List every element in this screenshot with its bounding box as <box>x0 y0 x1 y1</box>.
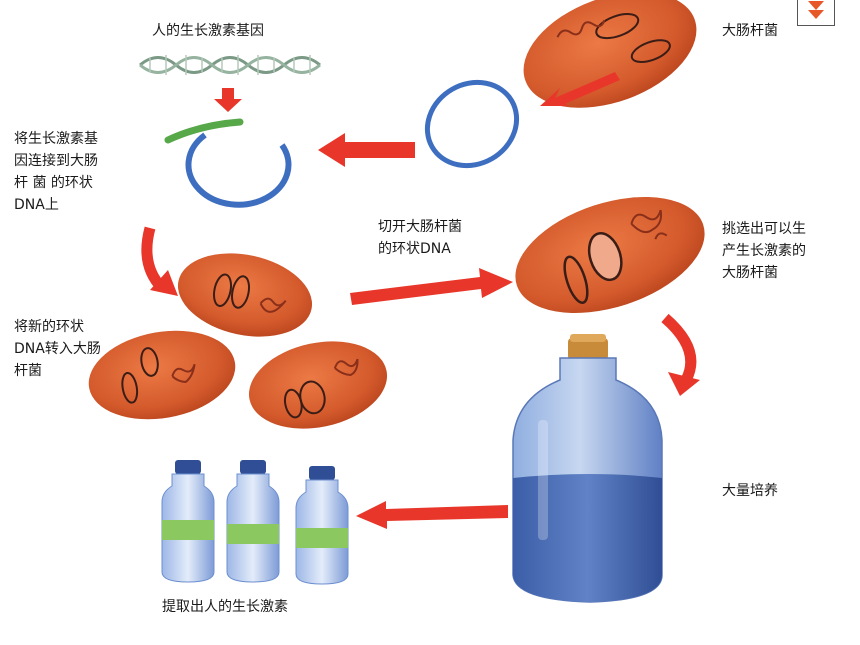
label-gene: 人的生长激素基因 <box>152 23 264 39</box>
arrow-gene-down <box>214 88 242 112</box>
arrow-to-vials <box>356 501 508 529</box>
label-connect: 将生长激素基 因连接到大肠 杆 菌 的环状 DNA上 <box>14 131 98 213</box>
bacterium-top <box>523 0 697 108</box>
vial-3 <box>295 466 349 585</box>
label-ecoli: 大肠杆菌 <box>722 23 778 39</box>
arrow-culture-down <box>661 313 697 383</box>
arrow-culture-down-head <box>668 372 700 396</box>
arrow-transfer-down-head <box>150 270 178 296</box>
bacterium-middle <box>177 253 313 337</box>
label-transfer: 将新的环状 DNA转入大肠 杆菌 <box>14 319 101 379</box>
arrow-to-selected <box>350 268 513 305</box>
culture-bottle <box>512 334 663 603</box>
label-culture: 大量培养 <box>722 483 778 499</box>
label-extract: 提取出人的生长激素 <box>162 599 288 615</box>
corner-nav-button[interactable] <box>797 0 835 26</box>
arrow-to-recombinant <box>318 133 415 167</box>
bacterium-bottom-left <box>88 330 236 420</box>
dna-helix <box>139 55 321 75</box>
arrow-transfer-down <box>141 226 167 292</box>
plasmid-ring <box>424 79 520 169</box>
vial-1 <box>161 460 215 583</box>
label-cut: 切开大肠杆菌 的环状DNA <box>378 219 462 257</box>
arrow-extract-plasmid-shaft <box>555 72 620 106</box>
double-chevron-down-icon <box>808 1 824 19</box>
recombinant-plasmid <box>164 118 292 208</box>
label-select: 挑选出可以生 产生长激素的 大肠杆菌 <box>722 221 806 281</box>
bacterium-bottom-right <box>248 341 388 429</box>
vial-2 <box>226 460 280 583</box>
bacterium-selected <box>515 197 705 313</box>
